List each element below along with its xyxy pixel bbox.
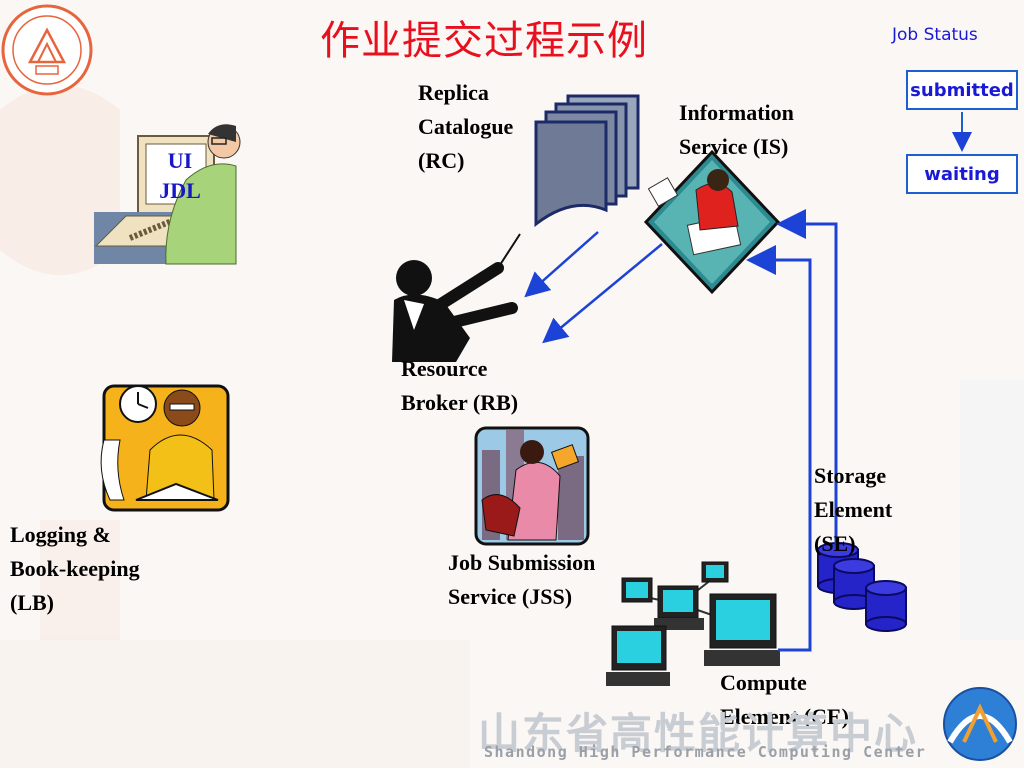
compute-element-network-icon xyxy=(606,561,780,686)
lb-line-2: Book-keeping xyxy=(10,556,140,581)
logging-bookkeeping-icon xyxy=(100,384,230,512)
lb-line-3: (LB) xyxy=(10,590,54,615)
jss-line-1: Job Submission xyxy=(448,550,596,575)
university-logo xyxy=(1,4,93,96)
se-line-3: (SE) xyxy=(814,531,856,556)
rc-line-1: Replica xyxy=(418,80,489,105)
se-line-1: Storage xyxy=(814,463,887,488)
computing-center-logo xyxy=(943,687,1017,761)
storage-element-label: Storage Element (SE) xyxy=(814,459,892,561)
footer-chinese-name: 山东省高性能计算中心 xyxy=(478,709,919,758)
ui-jdl-label: UI JDL xyxy=(150,146,210,206)
compute-element-label: Compute Element (CE) xyxy=(720,666,849,734)
storage-element-cylinders-icon xyxy=(817,542,907,632)
information-service-icon xyxy=(643,149,781,295)
ce-to-is-arrow xyxy=(746,245,812,652)
jdl-label: JDL xyxy=(159,178,201,203)
is-line-1: Information xyxy=(679,100,794,125)
rc-line-3: (RC) xyxy=(418,148,465,173)
ui-label: UI xyxy=(167,148,193,173)
jss-line-2: Service (JSS) xyxy=(448,584,573,609)
lb-line-1: Logging & xyxy=(10,522,111,547)
replica-catalogue-documents-icon xyxy=(534,94,640,228)
job-submission-service-icon xyxy=(474,426,590,546)
is-line-2: Service (IS) xyxy=(679,134,789,159)
ce-line-1: Compute xyxy=(720,670,807,695)
watermark-background xyxy=(0,85,1024,768)
rc-to-rb-arrow xyxy=(524,231,599,298)
job-submission-service-label: Job Submission Service (JSS) xyxy=(448,546,595,614)
rb-line-2: Broker (RB) xyxy=(401,390,519,415)
ce-line-2: Element (CE) xyxy=(720,704,849,729)
status-submitted-box: submitted xyxy=(906,70,1018,110)
rc-line-2: Catalogue xyxy=(418,114,514,139)
page-title: 作业提交过程示例 xyxy=(320,18,648,64)
resource-broker-label: Resource Broker (RB) xyxy=(401,352,518,420)
user-computer-illustration xyxy=(94,124,241,265)
rb-line-1: Resource xyxy=(401,356,488,381)
resource-broker-conductor-icon xyxy=(392,233,521,362)
job-status-label: Job Status xyxy=(892,25,978,45)
status-waiting-box: waiting xyxy=(906,154,1018,194)
is-to-rb-arrow xyxy=(542,243,663,344)
information-service-label: Information Service (IS) xyxy=(679,96,794,164)
logging-bookkeeping-label: Logging & Book-keeping (LB) xyxy=(10,518,140,620)
se-line-2: Element xyxy=(814,497,893,522)
replica-catalogue-label: Replica Catalogue (RC) xyxy=(418,76,513,178)
se-to-is-arrow xyxy=(776,209,838,548)
footer-english-name: Shandong High Performance Computing Cent… xyxy=(484,743,927,761)
